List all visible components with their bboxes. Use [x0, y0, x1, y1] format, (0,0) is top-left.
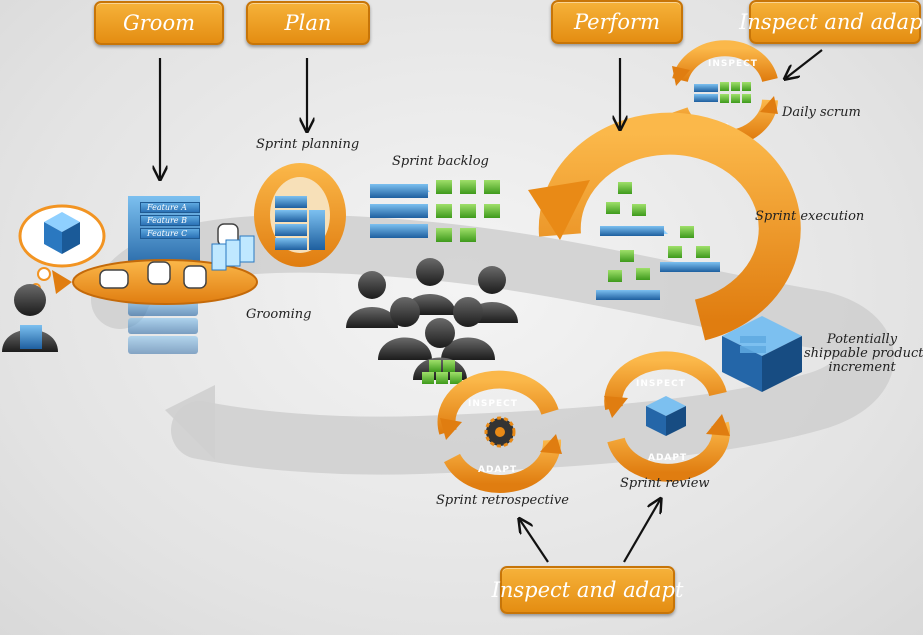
- daily-scrum-inspect-text: INSPECT: [708, 59, 758, 69]
- inspect-adapt-top-tag: Inspect and adapt: [739, 0, 923, 44]
- pointer-arrows: [160, 49, 823, 563]
- review-inspect-text: INSPECT: [636, 379, 686, 389]
- sprint-review-label: Sprint review: [620, 476, 710, 491]
- feature-a: Feature A: [140, 202, 200, 213]
- increment-label: Potentially shippable product increment: [804, 332, 923, 375]
- thought-bubble: [18, 204, 106, 293]
- review-adapt-text: ADAPT: [648, 453, 687, 463]
- daily-scrum-label: Daily scrum: [782, 105, 861, 120]
- product-backlog-features: Feature A Feature B Feature C: [140, 202, 200, 241]
- team-cubes-icon: [422, 360, 462, 384]
- backlog-bars: [370, 184, 430, 238]
- sprint-execution-ring: [528, 112, 801, 341]
- sprint-backlog-grid: [370, 180, 500, 242]
- sprint-execution-label: Sprint execution: [755, 209, 865, 224]
- product-owner-icon: [2, 284, 58, 352]
- retrospective-adapt-text: ADAPT: [478, 465, 517, 475]
- sprint-backlog-label: Sprint backlog: [392, 154, 489, 169]
- review-increment-icon: [646, 396, 686, 436]
- feature-c: Feature C: [140, 228, 200, 239]
- flow-arrowhead: [165, 385, 215, 460]
- groom-tag: Groom: [94, 1, 224, 45]
- sprint-planning-label: Sprint planning: [256, 137, 360, 152]
- grooming-label: Grooming: [246, 307, 312, 322]
- sprint-retrospective-ring: INSPECT ADAPT: [437, 370, 562, 493]
- flow-path: [91, 214, 894, 475]
- increment-label-line1: Potentially: [826, 332, 898, 347]
- execution-work-icon: [596, 182, 720, 300]
- product-increment-cube-icon: [722, 316, 802, 392]
- sprint-planning-icon: [254, 163, 346, 267]
- feature-b: Feature B: [140, 215, 200, 226]
- scrum-team-icon: [346, 258, 518, 384]
- increment-label-line2: shippable product: [804, 346, 923, 361]
- inspect-top-arrow: [786, 49, 823, 78]
- daily-scrum-board-icon: [694, 82, 751, 103]
- plan-tag: Plan: [246, 1, 370, 45]
- sprint-retrospective-label: Sprint retrospective: [436, 493, 569, 508]
- cards-icon: [211, 235, 255, 271]
- retrospective-inspect-text: INSPECT: [468, 399, 518, 409]
- backlog-tasks: [436, 180, 500, 242]
- product-idea-cube-icon: [44, 212, 80, 254]
- inspect-bottom-left-arrow: [520, 520, 549, 563]
- inspect-bottom-right-arrow: [623, 500, 660, 563]
- inspect-adapt-bottom-tag: Inspect and adapt: [492, 566, 683, 614]
- sprint-review-ring: INSPECT ADAPT: [604, 351, 731, 482]
- perform-tag: Perform: [551, 0, 683, 44]
- gear-icon: [484, 416, 516, 448]
- increment-label-line3: increment: [828, 360, 896, 375]
